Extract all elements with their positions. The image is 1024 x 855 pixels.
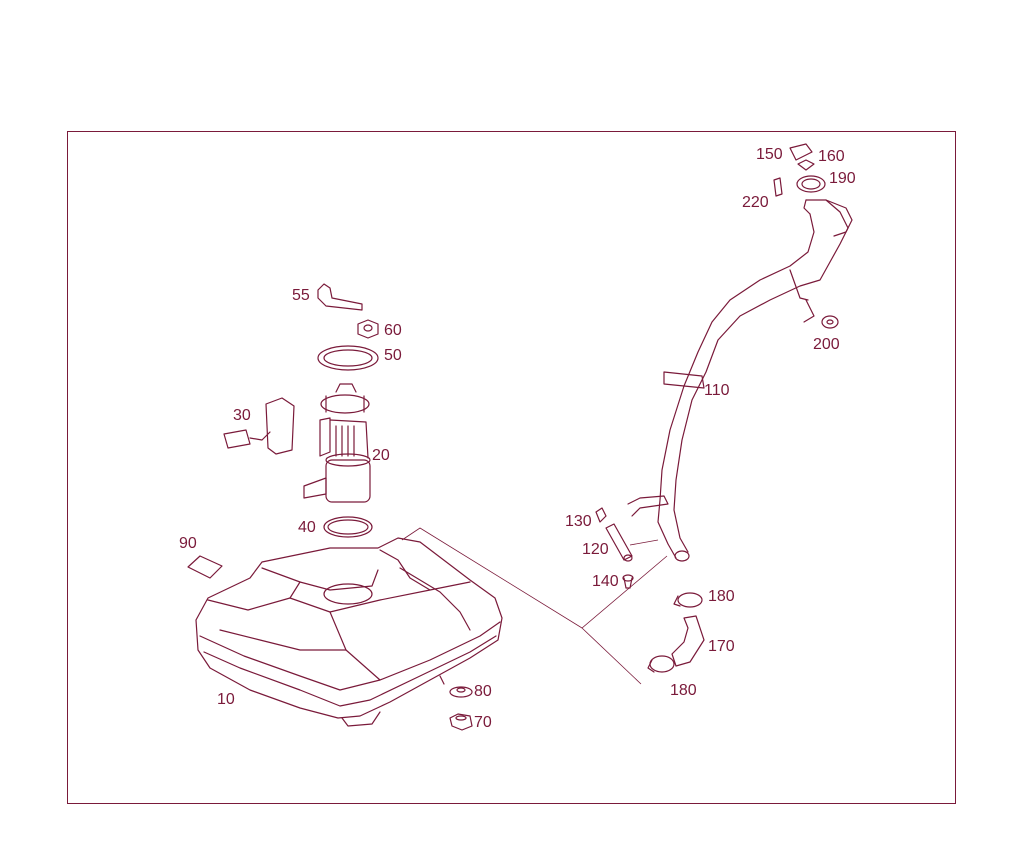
clamp-drawing	[595, 507, 607, 523]
cap-seal-drawing	[797, 159, 815, 171]
filler-neck-drawing	[627, 199, 853, 562]
vent-hose-drawing	[605, 523, 633, 562]
fuel-tank-drawing	[195, 537, 503, 727]
label-part-150: 150	[756, 146, 783, 163]
label-part-160: 160	[818, 148, 845, 165]
level-sender-drawing	[223, 397, 295, 455]
hose-clamp-lower-drawing	[647, 655, 675, 673]
label-part-110: 110	[704, 382, 730, 399]
label-part-10: 10	[217, 691, 235, 708]
label-part-140: 140	[592, 573, 619, 590]
label-part-60: 60	[384, 322, 402, 339]
connecting-hose-drawing	[671, 615, 705, 667]
screw-drawing	[773, 177, 783, 197]
label-part-190: 190	[829, 170, 856, 187]
locking-ring-drawing	[317, 345, 379, 371]
label-part-200: 200	[813, 336, 840, 353]
fuel-pump-drawing	[303, 383, 371, 503]
label-part-120: 120	[582, 541, 609, 558]
diagram-frame	[67, 131, 956, 804]
mount-drawing	[449, 713, 473, 731]
bolt-drawing	[622, 574, 634, 589]
nut-drawing	[357, 319, 379, 339]
grommet-drawing	[821, 315, 839, 329]
label-part-40: 40	[298, 519, 316, 536]
label-part-70: 70	[474, 714, 492, 731]
washer-drawing	[449, 686, 473, 698]
label-part-220: 220	[742, 194, 769, 211]
label-part-130: 130	[565, 513, 592, 530]
label-part-50: 50	[384, 347, 402, 364]
filler-ring-drawing	[796, 175, 826, 193]
pad-drawing	[187, 555, 223, 579]
label-part-30: 30	[233, 407, 251, 424]
label-part-180-upper: 180	[708, 588, 735, 605]
label-part-80: 80	[474, 683, 492, 700]
label-part-20: 20	[372, 447, 390, 464]
label-part-55: 55	[292, 287, 310, 304]
label-part-90: 90	[179, 535, 197, 552]
seal-ring-drawing	[323, 516, 373, 538]
cap-tether-drawing	[789, 143, 813, 161]
label-part-180-lower: 180	[670, 682, 697, 699]
label-part-170: 170	[708, 638, 735, 655]
hose-clamp-upper-drawing	[673, 592, 703, 608]
leader-lines	[401, 527, 668, 685]
clip-drawing	[317, 283, 363, 311]
